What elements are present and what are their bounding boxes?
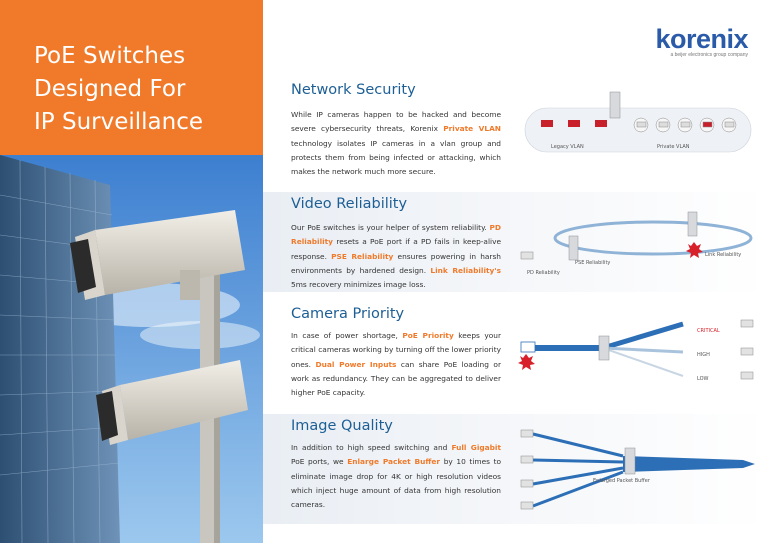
body-text: While IP cameras happen to be hacked and… [291,110,501,134]
section-network-security: Network Security While IP cameras happen… [263,82,768,178]
hero-title: PoE Switches Designed For IP Surveillanc… [34,40,259,139]
low-label: LOW [697,376,709,382]
hero-panel: PoE Switches Designed For IP Surveillanc… [0,0,263,543]
section-video-reliability: Video Reliability Our PoE switches is yo… [263,192,768,292]
surveillance-camera-photo [0,155,263,543]
switch-icon [687,211,698,237]
switch-icon [598,335,610,361]
camera-icon [520,455,534,464]
section-body: In addition to high speed switching and … [291,441,501,512]
camera-icon [740,371,754,380]
private-vlan-label: Private VLAN [657,144,690,150]
body-text: can share PoE loading or work as redunda… [291,359,501,398]
critical-label: CRITICAL [697,328,720,334]
section-camera-priority: Camera Priority In case of power shortag… [263,306,768,406]
camera-icon [520,501,534,510]
pd-reliability-label: PD Reliability [527,270,560,276]
highlight-term: Link Reliability's [430,265,502,275]
section-title: Camera Priority [291,306,405,322]
section-body: In case of power shortage, PoE Priority … [291,329,501,400]
priority-diagram: CRITICAL HIGH LOW [518,319,754,382]
body-text: PoE ports, we [291,457,348,467]
highlight-term: Full Gigabit [451,443,501,452]
body-text: resets a PoE port if a PD fails in keep-… [291,237,501,261]
camera-icon [740,319,754,328]
highlight-term: PD Reliability [291,223,501,247]
reliability-diagram: PD Reliability PSE Reliability Link Reli… [520,211,753,276]
highlight-term: Private VLAN [443,124,501,134]
legacy-vlan-label: Legacy VLAN [551,144,584,150]
hero-title-line-2: Designed For [34,76,186,102]
section-body: Our PoE switches is your helper of syste… [291,221,501,292]
hero-title-line-3: IP Surveillance [34,109,203,135]
korenix-logo: korenix a beijer electronics group compa… [655,24,748,58]
section-title: Image Quality [291,418,393,434]
body-text: keeps your critical cameras working by t… [291,331,501,369]
enlarged-buffer-label: Enlarged Packet Buffer [593,478,651,484]
section-body: While IP cameras happen to be hacked and… [291,108,501,179]
infected-camera-icon [541,120,607,127]
switch-icon [624,447,636,475]
body-text: In case of power shortage, [291,331,403,340]
body-text: In addition to high speed switching and [291,443,452,452]
highlight-term: PSE Reliability [331,251,394,261]
link-reliability-label: Link Reliability [705,252,741,258]
highlight-term: PoE Priority [402,331,454,340]
pse-reliability-label: PSE Reliability [575,260,610,266]
section-title: Video Reliability [291,196,408,212]
highlight-term: Enlarge Packet Buffer [347,457,441,467]
body-text: Our PoE switches is your helper of syste… [291,223,490,232]
hero-title-line-1: PoE Switches [34,43,186,69]
camera-icon [633,117,737,133]
body-text: technology isolates IP cameras in a vlan… [291,138,501,177]
alert-burst-icon [518,354,535,370]
body-text: by 10 times to eliminate image drop for … [291,457,502,510]
private-vlan-diagram: Legacy VLAN Private VLAN [524,91,752,153]
body-text: ensures powering in harsh environments b… [291,251,501,275]
highlight-term: Dual Power Inputs [315,359,397,369]
switch-icon [568,235,579,261]
high-label: HIGH [697,352,710,358]
body-text: 5ms recovery minimizes image loss. [291,280,426,290]
switch-icon [609,91,621,119]
battery-icon [520,341,536,353]
camera-icon [740,347,754,356]
failure-burst-icon [686,242,703,258]
camera-icon [520,251,534,260]
section-title: Network Security [291,82,416,98]
camera-icon [520,429,534,438]
logo-wordmark: korenix [655,24,748,54]
logo-tagline: a beijer electronics group company [670,52,748,58]
packet-buffer-diagram: Enlarged Packet Buffer [520,429,755,510]
camera-icon [520,479,534,488]
section-image-quality: Image Quality In addition to high speed … [263,414,768,524]
